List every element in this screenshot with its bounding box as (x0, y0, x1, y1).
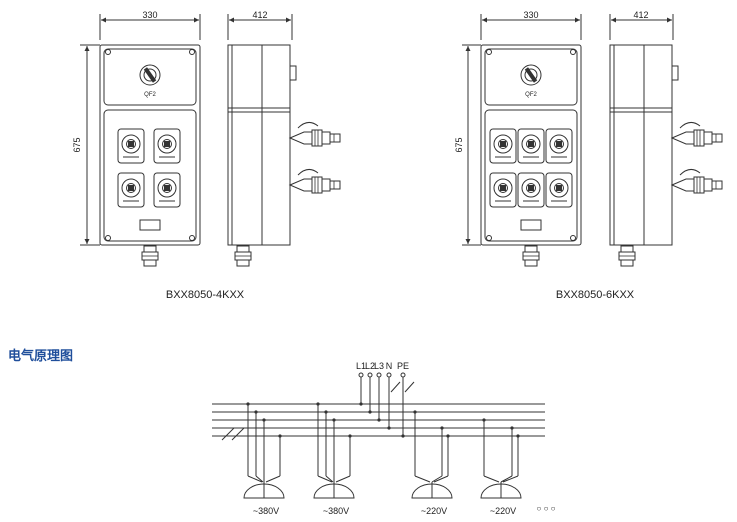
dimension-depth: 412 (633, 10, 648, 20)
more-ellipsis: ○ ○ ○ (537, 504, 556, 513)
bus-label: L2 (365, 361, 375, 371)
cable-gland-icon (289, 121, 341, 147)
schematic-wiring (212, 372, 545, 499)
side-view-6k (609, 14, 679, 246)
breaker-label: QF2 (525, 92, 537, 98)
socket-icon (545, 128, 573, 164)
socket-voltage-label: ~220V (490, 506, 516, 516)
model-label-4k: BXX8050-4KXX (166, 289, 245, 301)
socket-icon (545, 172, 573, 208)
bus-label: PE (397, 361, 409, 371)
dimension-height: 675 (72, 137, 82, 152)
bus-label: N (386, 361, 393, 371)
cable-gland-icon (141, 245, 159, 267)
socket-icon (489, 128, 517, 164)
front-view-4k (80, 14, 201, 246)
socket-icon (517, 172, 545, 208)
cable-gland-icon (234, 245, 252, 267)
socket-voltage-label: ~220V (421, 506, 447, 516)
breaker-switch-icon (139, 64, 161, 86)
socket-icon (153, 172, 181, 208)
section-title: 电气原理图 (8, 349, 74, 364)
bus-label: L3 (374, 361, 384, 371)
socket-icon (153, 128, 181, 164)
model-label-6k: BXX8050-6KXX (556, 289, 635, 301)
cable-gland-icon (618, 245, 636, 267)
cable-gland-icon (522, 245, 540, 267)
dimension-width: 330 (142, 10, 157, 20)
cable-gland-icon (671, 168, 723, 194)
cable-gland-icon (289, 168, 341, 194)
front-view-6k (462, 14, 582, 246)
socket-icon (117, 172, 145, 208)
breaker-label: QF2 (144, 92, 156, 98)
socket-voltage-label: ~380V (253, 506, 279, 516)
side-view-4k (227, 14, 297, 246)
bus-label: L1 (356, 361, 366, 371)
socket-voltage-label: ~380V (323, 506, 349, 516)
breaker-switch-icon (520, 64, 542, 86)
socket-icon (117, 128, 145, 164)
socket-icon (489, 172, 517, 208)
cable-gland-icon (671, 121, 723, 147)
dimension-depth: 412 (252, 10, 267, 20)
dimension-height: 675 (454, 137, 464, 152)
dimension-width: 330 (523, 10, 538, 20)
bus-bar-labels: L1 L2 L3 N PE (356, 361, 409, 371)
socket-icon (517, 128, 545, 164)
